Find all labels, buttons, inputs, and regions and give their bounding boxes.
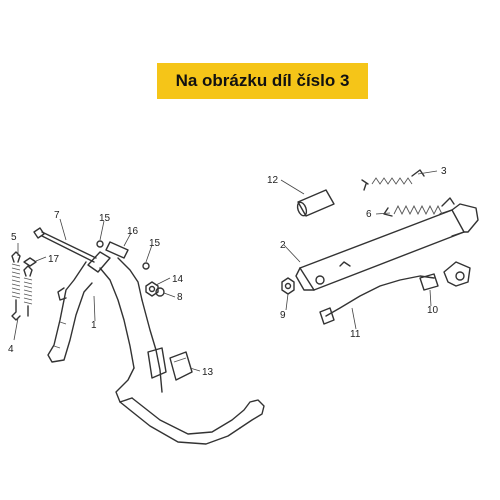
callout-numbers: 7 5 17 4 1 15 16 15 14 8 13 12 3 6 2 9 1…	[8, 166, 447, 378]
callout-11: 11	[350, 329, 361, 340]
nut-9	[281, 277, 295, 295]
pin-16-and-washers-15	[96, 240, 150, 270]
spring-left-5	[11, 251, 21, 321]
callout-15-top: 15	[99, 213, 111, 224]
spring-3	[361, 169, 425, 191]
highlight-banner: Na obrázku díl číslo 3	[157, 63, 368, 99]
banner-text: Na obrázku díl číslo 3	[175, 71, 350, 90]
bolt-7	[33, 227, 97, 263]
nut-14-and-8	[145, 281, 165, 297]
callout-13: 13	[202, 367, 214, 378]
callout-16: 16	[127, 226, 139, 237]
callout-2: 2	[280, 240, 286, 251]
center-stand	[47, 251, 265, 445]
callout-7: 7	[54, 210, 60, 221]
callout-1: 1	[91, 320, 97, 331]
spring-left-4	[23, 265, 33, 317]
callout-15: 15	[149, 238, 161, 249]
callout-6: 6	[366, 209, 372, 220]
callout-5: 5	[11, 232, 17, 243]
spring-6	[383, 197, 455, 217]
callout-14: 14	[172, 274, 184, 285]
small-bolt-17	[23, 257, 37, 267]
switch-10	[419, 273, 439, 291]
rubber-sleeve-12	[296, 189, 335, 217]
side-stand	[295, 203, 479, 291]
sensor-cable-11	[319, 275, 435, 325]
callout-9: 9	[280, 310, 286, 321]
leader-lines	[13, 170, 438, 372]
callout-3: 3	[441, 166, 447, 177]
callout-12: 12	[267, 175, 279, 186]
callout-4: 4	[8, 344, 14, 355]
callout-17: 17	[48, 254, 60, 265]
callout-8: 8	[177, 292, 183, 303]
rubber-stop-13	[169, 351, 193, 381]
callout-10: 10	[427, 305, 439, 316]
